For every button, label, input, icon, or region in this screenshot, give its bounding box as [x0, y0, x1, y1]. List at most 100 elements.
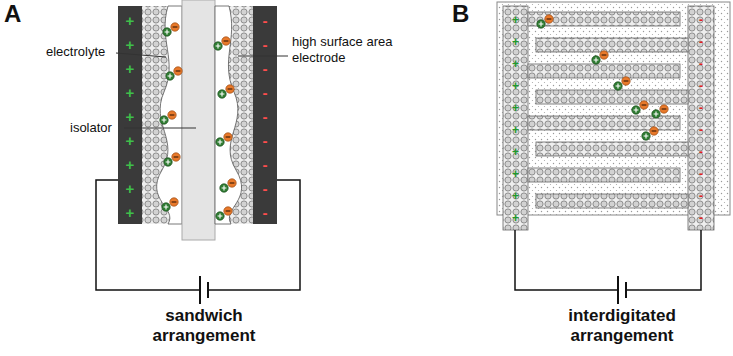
battery-plate [625, 282, 627, 298]
polarity-sign: - [699, 190, 703, 202]
polarity-sign: - [699, 58, 703, 70]
polarity-sign: + [512, 80, 519, 92]
polarity-sign: - [263, 109, 268, 124]
cation [166, 72, 174, 80]
ion-pair [160, 111, 176, 124]
cation-sign [218, 140, 223, 145]
electrolyte-region [215, 6, 242, 224]
isolator-membrane [182, 0, 215, 240]
anion [650, 127, 658, 135]
comb-electrode [503, 6, 528, 230]
anion-sign [662, 108, 667, 109]
cation-sign [539, 22, 544, 27]
wire [515, 230, 618, 290]
polarity-sign: + [512, 102, 519, 114]
leader-line [124, 128, 196, 129]
cation-sign [634, 108, 639, 113]
cation [160, 116, 168, 124]
cation [164, 158, 172, 166]
anion-sign [226, 136, 231, 137]
comb-electrode [536, 142, 688, 156]
comb-electrode [536, 90, 688, 104]
cation [592, 56, 600, 64]
polarity-sign: - [699, 80, 703, 92]
anion-sign [226, 210, 231, 211]
anion [170, 198, 178, 206]
polarity-sign: + [512, 36, 519, 48]
porous-electrode [142, 6, 182, 224]
interdigitated-cell [497, 2, 730, 230]
anion [172, 153, 180, 161]
anion-sign [170, 114, 175, 115]
anion-sign [174, 156, 179, 157]
cation-sign [654, 112, 659, 117]
cation-sign [166, 160, 171, 165]
cation [652, 110, 660, 118]
ion-pair [218, 85, 234, 98]
polarity-sign: + [512, 168, 519, 180]
cation-sign [165, 30, 170, 35]
anion-sign [224, 40, 229, 41]
sandwich-cell [118, 0, 277, 240]
cation-sign [168, 74, 173, 79]
anion [171, 23, 179, 31]
anion-sign [602, 54, 607, 55]
panel-letter: B [452, 0, 469, 29]
cation-sign [644, 134, 649, 139]
anion-sign [173, 26, 178, 27]
polarity-sign: - [263, 85, 268, 100]
polarity-sign: + [126, 157, 135, 172]
polarity-sign: - [699, 102, 703, 114]
ions [160, 15, 668, 220]
part-label: isolator [70, 120, 112, 136]
anion-sign [642, 104, 647, 105]
polarity-sign: + [126, 109, 135, 124]
porous-electrode [215, 6, 253, 224]
leader-line [238, 56, 288, 57]
leader-line [116, 53, 166, 57]
polarity-sign: - [263, 181, 268, 196]
cation-sign [594, 58, 599, 63]
polarity-sign: - [263, 37, 268, 52]
polarity-sign: + [126, 61, 135, 76]
wire [208, 180, 300, 290]
battery-plate [199, 276, 201, 304]
anion-sign [652, 130, 657, 131]
polarity-sign: - [263, 157, 268, 172]
anion-sign [624, 80, 629, 81]
ion-pair [216, 207, 232, 220]
cation [216, 138, 224, 146]
wires [96, 180, 300, 304]
polarity-sign: - [263, 205, 268, 220]
ion-pair [537, 15, 553, 28]
cation [642, 132, 650, 140]
anion [640, 101, 648, 109]
cation-sign [616, 84, 621, 89]
anion [224, 207, 232, 215]
polarity-sign: + [512, 14, 519, 26]
cation [162, 203, 170, 211]
anion [226, 85, 234, 93]
cation [216, 212, 224, 220]
ion-pair [216, 133, 232, 146]
cation [537, 20, 545, 28]
anion-sign [547, 18, 552, 19]
polarity-sign: + [126, 37, 135, 52]
ion-pair [592, 51, 608, 64]
polarity-sign: - [263, 13, 268, 28]
anion [222, 37, 230, 45]
polarity-sign: - [699, 14, 703, 26]
polarity-sign: + [512, 190, 519, 202]
cation [614, 82, 622, 90]
anion-sign [176, 70, 181, 71]
electrolyte-region [157, 6, 182, 224]
anion [168, 111, 176, 119]
polarity-sign: + [512, 212, 519, 224]
polarity-sign: - [699, 36, 703, 48]
cation-sign [220, 92, 225, 97]
ion-pair [220, 179, 236, 192]
ion-pair [163, 23, 179, 36]
polarity-sign: + [126, 181, 135, 196]
